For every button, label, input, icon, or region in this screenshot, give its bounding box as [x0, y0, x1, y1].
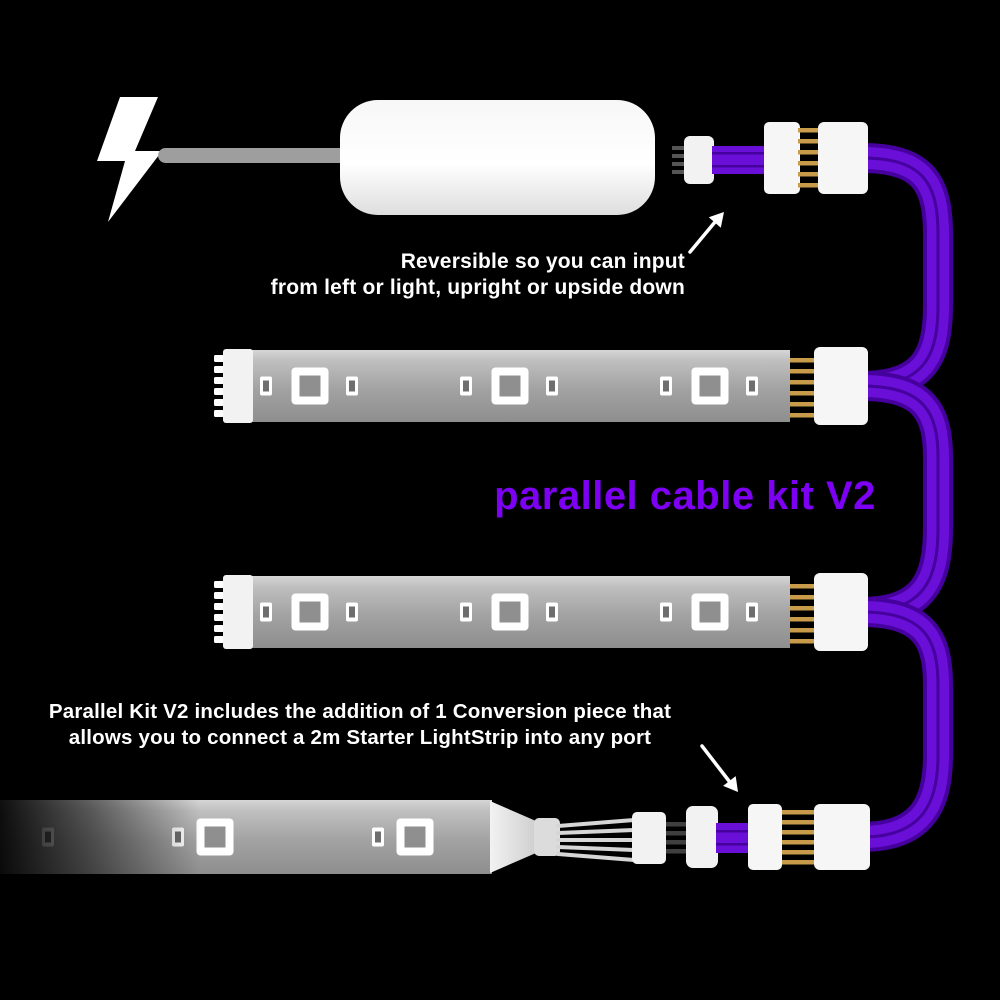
parallel-cable-segment-2 [847, 371, 953, 627]
conversion-annotation-line1: Parallel Kit V2 includes the addition of… [48, 700, 672, 723]
light-strip-1 [214, 347, 868, 425]
reversible-connector-assembly [672, 122, 868, 194]
reversible-annotation-line1: Reversible so you can input [400, 250, 685, 273]
arrow-up-right-icon [688, 212, 724, 254]
conversion-annotation-line2: allows you to connect a 2m Starter Light… [68, 726, 652, 749]
lightning-bolt-icon [97, 97, 162, 222]
arrow-down-right-icon [700, 744, 738, 792]
reversible-annotation: Reversible so you can input from left or… [271, 249, 685, 301]
conversion-annotation: Parallel Kit V2 includes the addition of… [15, 699, 705, 751]
conversion-piece-assembly [632, 804, 870, 870]
power-controller-box [340, 100, 655, 215]
product-title: parallel cable kit V2 [494, 474, 876, 518]
light-strip-2 [214, 573, 868, 651]
reversible-annotation-line2: from left or light, upright or upside do… [270, 276, 685, 299]
starter-lightstrip [0, 800, 636, 874]
parallel-cable-segment-1 [847, 143, 953, 401]
power-cord [158, 148, 353, 163]
parallel-cable-segment-3 [847, 597, 953, 852]
